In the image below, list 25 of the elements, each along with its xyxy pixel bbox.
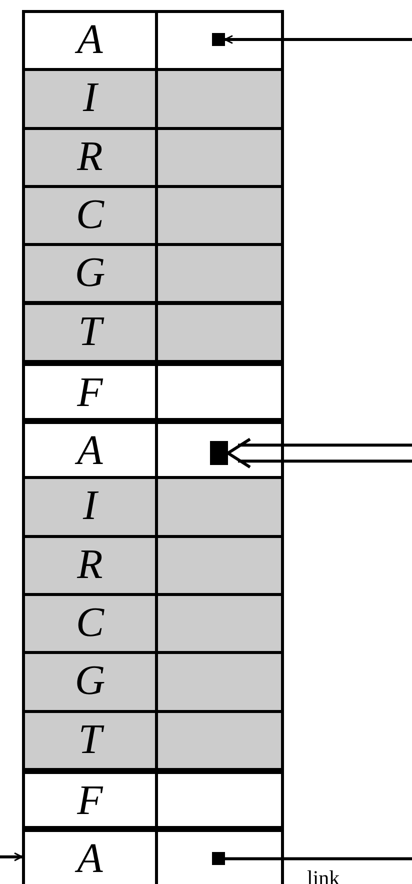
field-name-cell xyxy=(22,68,158,130)
value-cell xyxy=(155,476,284,538)
field-letter: A xyxy=(25,424,155,478)
field-name-cell xyxy=(22,243,158,304)
field-letter: G xyxy=(74,249,106,298)
field-letter: T xyxy=(25,712,155,767)
value-cell xyxy=(155,826,284,884)
value-cell xyxy=(155,243,284,304)
value-cell xyxy=(155,302,284,363)
field-letter: R xyxy=(76,540,104,590)
field-letter: A xyxy=(25,13,155,67)
field-name-cell xyxy=(22,476,158,538)
field-name-cell xyxy=(22,651,158,713)
field-letter: G xyxy=(74,657,106,706)
value-cell xyxy=(155,68,284,130)
field-letter: C xyxy=(74,599,106,648)
field-letter: I xyxy=(82,482,100,532)
field-letter: R xyxy=(76,132,104,182)
field-letter: A xyxy=(25,832,155,884)
field-letter: T xyxy=(25,304,155,358)
field-letter: F xyxy=(76,776,104,826)
value-cell xyxy=(155,651,284,713)
field-letter: C xyxy=(74,190,106,240)
field-letter: F xyxy=(76,368,104,418)
field-letter: I xyxy=(82,74,100,124)
